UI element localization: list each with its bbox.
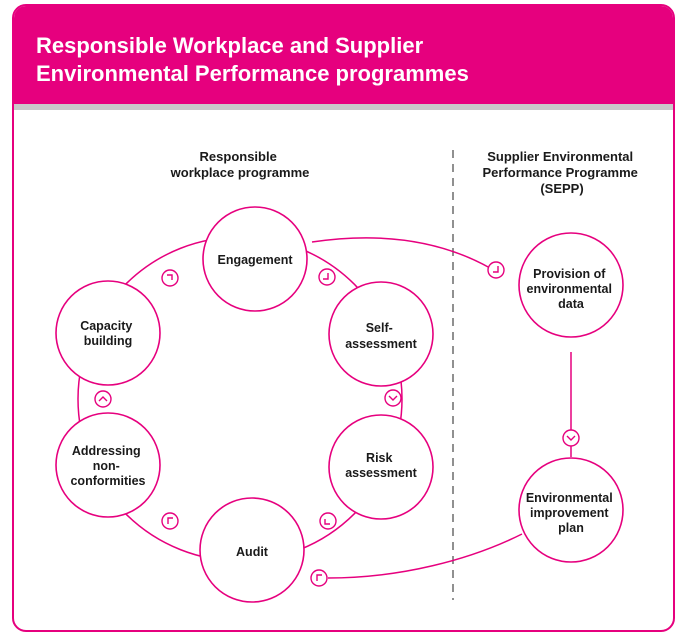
- svg-text:Addressing non- co: Addressing non- conformities: [70, 444, 145, 488]
- connector-improvement-to-audit: [327, 533, 523, 579]
- chevron-down-circle-icon: [562, 429, 580, 447]
- node-self-assessment: Self- assessment: [328, 281, 434, 387]
- node-engagement: Engagement: [202, 206, 308, 312]
- arrow-circle-icon: [318, 268, 336, 286]
- left-section-title: Responsible workplace programme: [170, 149, 310, 180]
- node-audit: Audit: [199, 497, 305, 603]
- svg-text:Environmental improvemen: Environmental improvement plan: [526, 491, 616, 535]
- svg-text:Self- assessment: Self- assessment: [345, 321, 417, 351]
- node-provision-of-data: Provision of environmental data: [518, 232, 624, 338]
- svg-text:Audit: Audit: [236, 545, 269, 559]
- svg-text:Risk assessment: Risk assessment: [345, 451, 417, 480]
- header-divider: [14, 104, 673, 110]
- connector-engagement-to-provision: [311, 237, 491, 269]
- chevron-up-circle-icon: [94, 390, 112, 408]
- header-banner: Responsible Workplace and Supplier Envir…: [14, 6, 673, 104]
- chevron-down-circle-icon: [384, 389, 402, 407]
- arrow-circle-icon: [319, 512, 337, 530]
- right-section-title: Supplier Environmental Performance Progr…: [483, 149, 642, 196]
- node-environmental-improvement-plan: Environmental improvement plan: [518, 457, 624, 563]
- node-risk-assessment: Risk assessment: [328, 414, 434, 520]
- node-capacity-building: Capacity building: [55, 280, 161, 386]
- node-addressing-nonconformities: Addressing non- conformities: [55, 412, 161, 518]
- arrow-circle-icon: [310, 569, 328, 587]
- page-title: Responsible Workplace and Supplier Envir…: [36, 33, 469, 86]
- arrow-circle-icon: [161, 269, 179, 287]
- svg-text:Capacity building: Capacity building: [80, 319, 136, 348]
- svg-text:Provision of environment: Provision of environmental data: [527, 267, 616, 311]
- arrow-circle-icon: [161, 512, 179, 530]
- svg-text:Engagement: Engagement: [217, 253, 293, 267]
- arrow-circle-icon: [487, 261, 505, 279]
